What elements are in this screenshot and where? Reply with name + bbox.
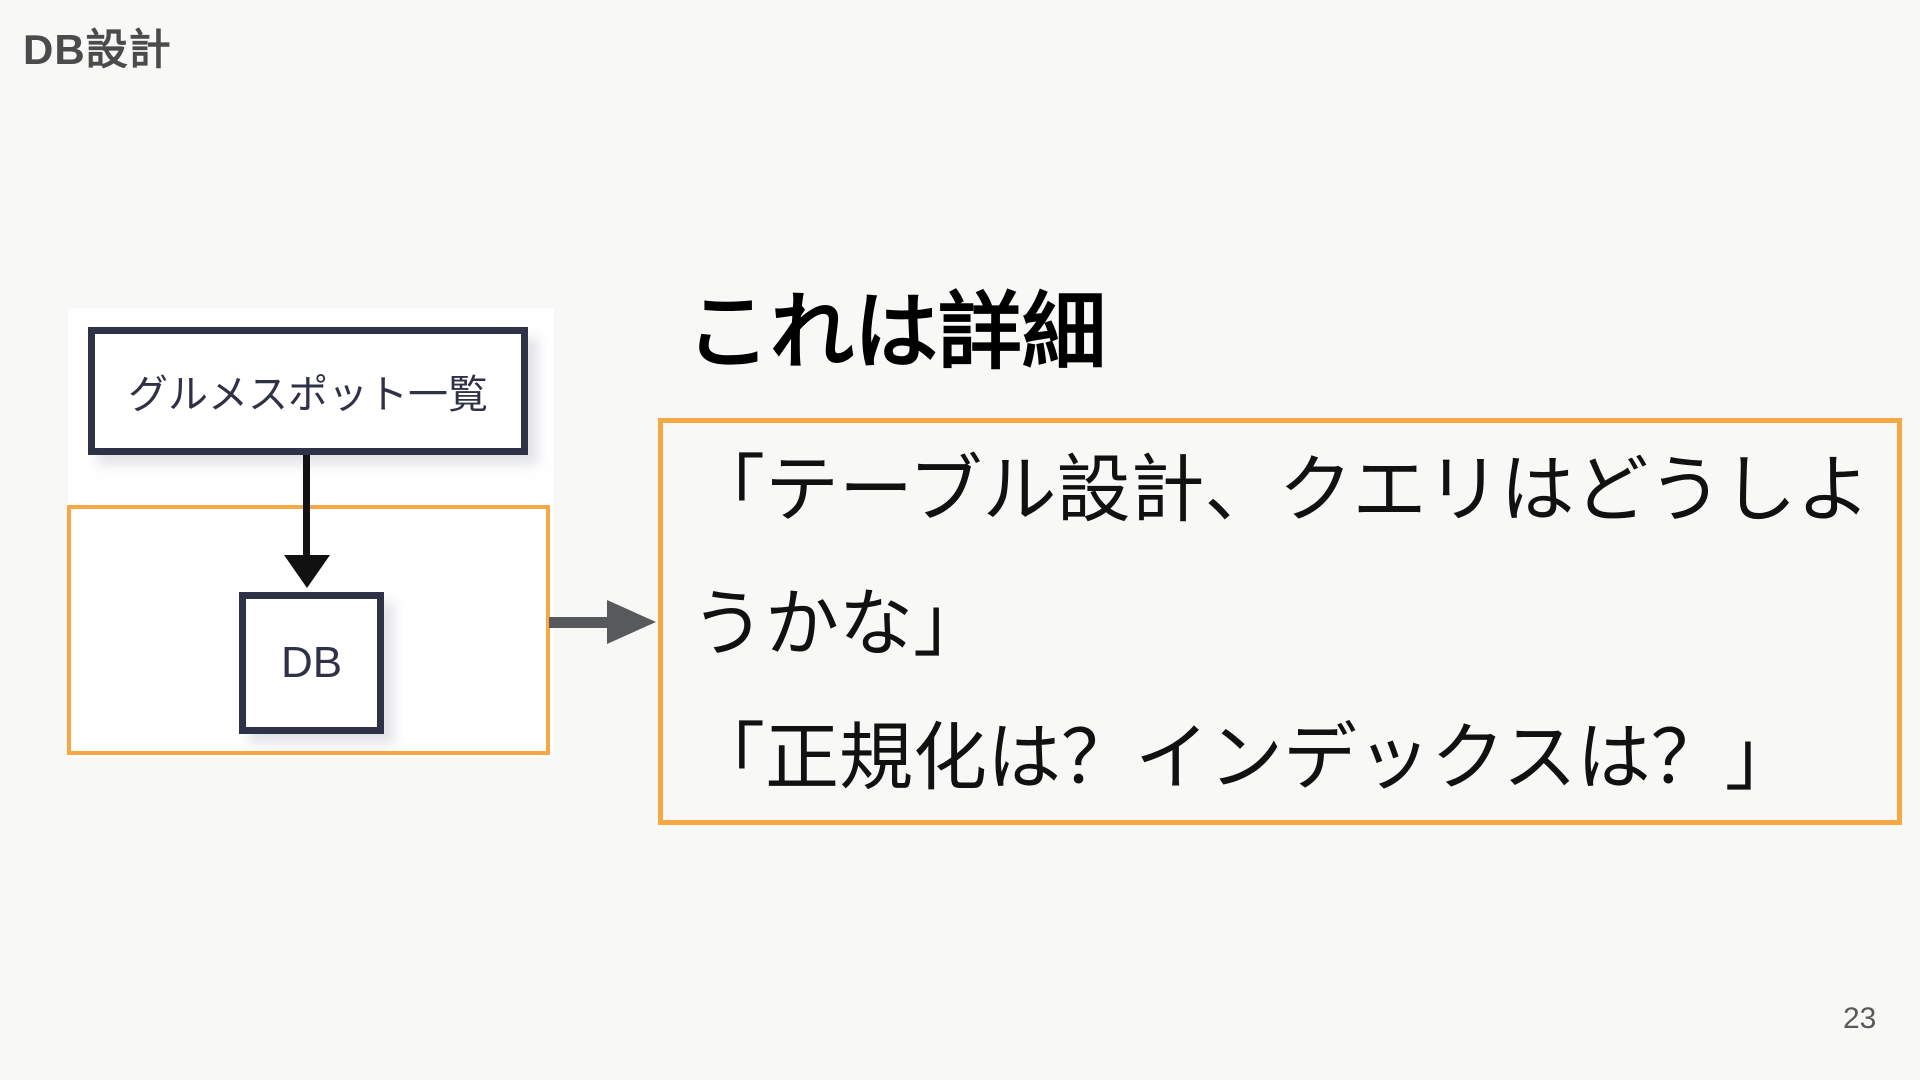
flow-box-db-label: DB: [280, 638, 343, 687]
right-arrow-icon: [549, 617, 611, 628]
detail-line: 「正規化は？インデックスは？」: [691, 716, 1799, 799]
detail-heading: これは詳細: [686, 285, 1107, 379]
page-number: 23: [1843, 1002, 1877, 1035]
slide-title: DB設計: [23, 26, 172, 73]
flow-box-gourmet-spot-list: グルメスポット一覧: [88, 327, 528, 455]
right-arrow-head-icon: [607, 600, 656, 644]
flow-box-db: DB: [239, 592, 384, 734]
detail-quote-box: 「テーブル設計、クエリはどうしよ うかな」 「正規化は？インデックスは？」: [658, 418, 1902, 825]
flow-box-gourmet-spot-list-label: グルメスポット一覧: [128, 373, 488, 417]
down-arrow-icon: [303, 455, 310, 557]
detail-line: 「テーブル設計、クエリはどうしよ: [691, 448, 1871, 531]
detail-line: うかな」: [691, 582, 987, 665]
down-arrow-head-icon: [284, 555, 330, 588]
